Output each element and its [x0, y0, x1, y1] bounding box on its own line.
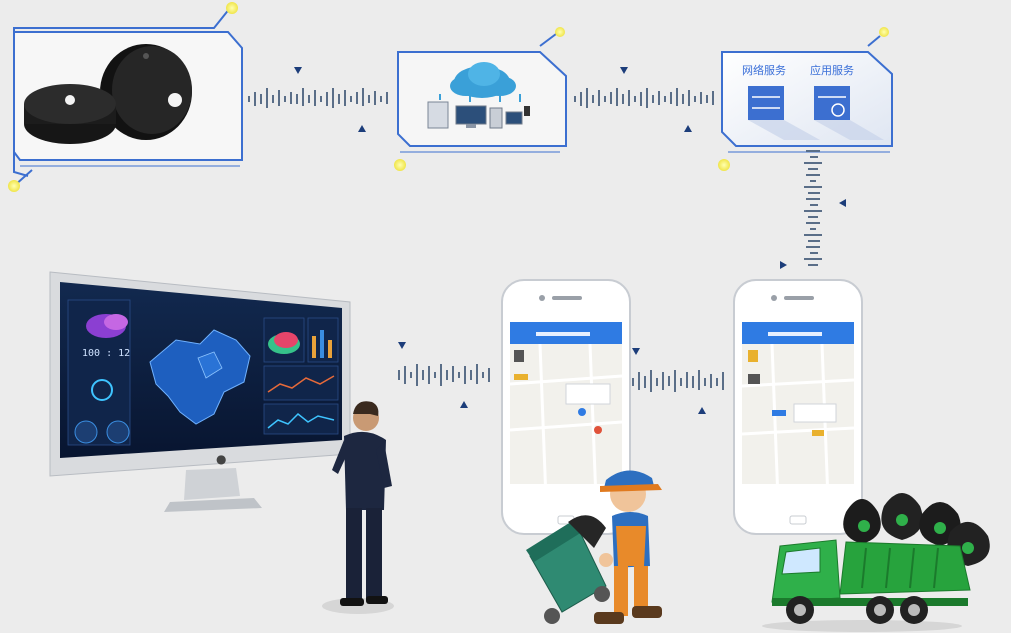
signal-wave-3: [398, 364, 490, 386]
server-icon: [748, 86, 820, 140]
arrow-down-icon: [398, 342, 406, 349]
app-server-icon: [814, 86, 884, 140]
businessman-figure: [322, 401, 394, 614]
server-services-panel: 网络服务 应用服务: [718, 27, 893, 171]
dashboard-monitor: 100 : 12 ●: [49, 271, 351, 512]
phone-app-right: [733, 279, 863, 535]
arrow-down-icon: [620, 67, 628, 74]
arrow-left-icon: [839, 199, 846, 207]
phone-app-left: [501, 279, 631, 535]
application-service-label: 应用服务: [810, 63, 854, 77]
arrow-up-icon: [684, 125, 692, 132]
signal-wave-vertical: [804, 150, 822, 266]
arrow-up-icon: [698, 407, 706, 414]
network-service-label: 网络服务: [742, 63, 786, 77]
svg-text:100 : 12: 100 : 12: [82, 348, 130, 359]
apple-logo-icon: ●: [216, 452, 226, 466]
cloud-icon: [439, 62, 521, 102]
arrow-up-icon: [460, 401, 468, 408]
signal-wave-4: [632, 370, 724, 392]
sanitation-worker-figure: [526, 470, 662, 624]
arrow-down-icon: [294, 67, 302, 74]
signal-wave-2: [574, 88, 714, 108]
cloud-network-image: [394, 27, 567, 171]
signal-wave-1: [248, 88, 388, 108]
sensor-device-image: [8, 2, 243, 192]
garbage-truck-figure: [762, 493, 990, 632]
arrow-right-icon: [780, 261, 787, 269]
arrow-up-icon: [358, 125, 366, 132]
arrow-down-icon: [632, 348, 640, 355]
